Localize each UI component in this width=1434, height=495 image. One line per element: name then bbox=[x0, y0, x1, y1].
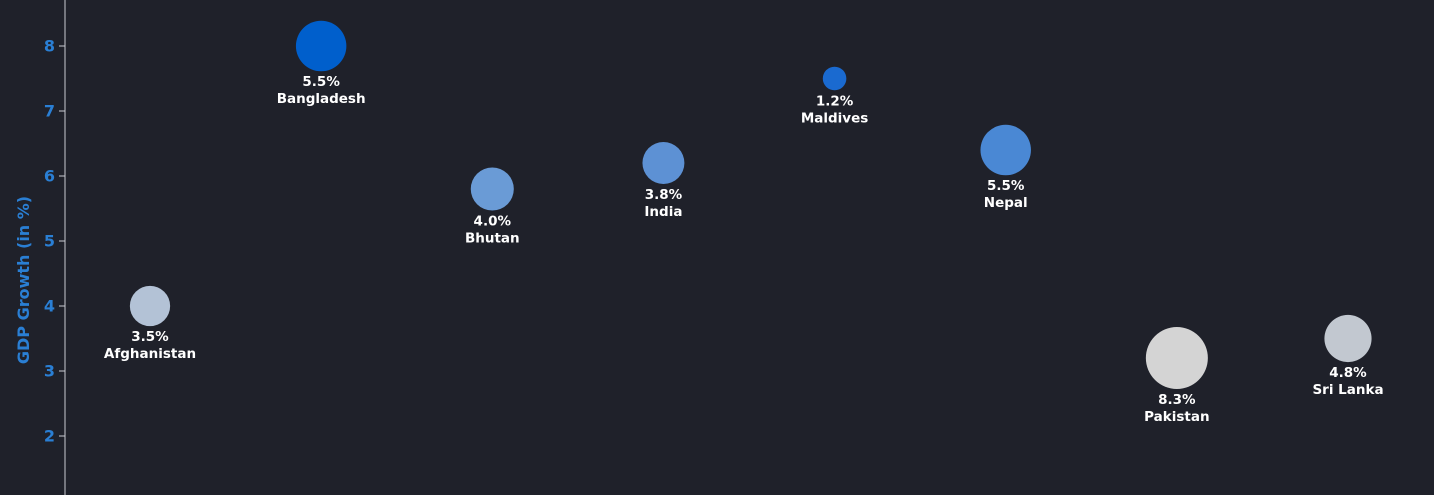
bubble-country-label: India bbox=[644, 204, 682, 220]
bubble-series bbox=[129, 20, 1372, 389]
bubble-maldives[interactable] bbox=[822, 66, 847, 91]
bubble-labels: 3.5%Afghanistan5.5%Bangladesh4.0%Bhutan3… bbox=[104, 74, 1384, 425]
y-axis-ticks: 2 3 4 5 6 7 8 bbox=[44, 37, 65, 446]
bubble-value-label: 5.5% bbox=[302, 74, 340, 90]
y-tick-label: 6 bbox=[44, 167, 55, 186]
bubble-nepal[interactable] bbox=[980, 124, 1031, 176]
y-axis-title: GDP Growth (in %) bbox=[14, 196, 33, 364]
bubble-pakistan[interactable] bbox=[1145, 327, 1208, 389]
bubble-country-label: Maldives bbox=[801, 110, 868, 126]
bubble-sri-lanka[interactable] bbox=[1324, 314, 1372, 363]
y-tick-label: 5 bbox=[44, 232, 55, 251]
bubble-value-label: 3.5% bbox=[131, 329, 169, 345]
y-tick-label: 3 bbox=[44, 362, 55, 381]
bubble-value-label: 5.5% bbox=[987, 178, 1025, 194]
bubble-bangladesh[interactable] bbox=[295, 20, 347, 72]
bubble-value-label: 4.8% bbox=[1329, 365, 1367, 381]
bubble-country-label: Bhutan bbox=[465, 231, 520, 247]
y-tick-label: 4 bbox=[44, 297, 55, 316]
bubble-country-label: Nepal bbox=[984, 195, 1028, 211]
y-tick-label: 8 bbox=[44, 37, 55, 56]
y-tick-label: 2 bbox=[44, 427, 55, 446]
bubble-value-label: 1.2% bbox=[816, 93, 854, 109]
bubble-bhutan[interactable] bbox=[470, 167, 514, 211]
bubble-country-label: Pakistan bbox=[1144, 409, 1209, 425]
bubble-value-label: 3.8% bbox=[645, 187, 683, 203]
y-tick-label: 7 bbox=[44, 102, 55, 121]
bubble-india[interactable] bbox=[642, 142, 685, 184]
bubble-value-label: 8.3% bbox=[1158, 392, 1196, 408]
bubble-country-label: Sri Lanka bbox=[1312, 382, 1383, 398]
bubble-value-label: 4.0% bbox=[474, 214, 512, 230]
bubble-afghanistan[interactable] bbox=[129, 285, 171, 327]
bubble-country-label: Bangladesh bbox=[277, 91, 366, 107]
bubble-country-label: Afghanistan bbox=[104, 346, 196, 362]
